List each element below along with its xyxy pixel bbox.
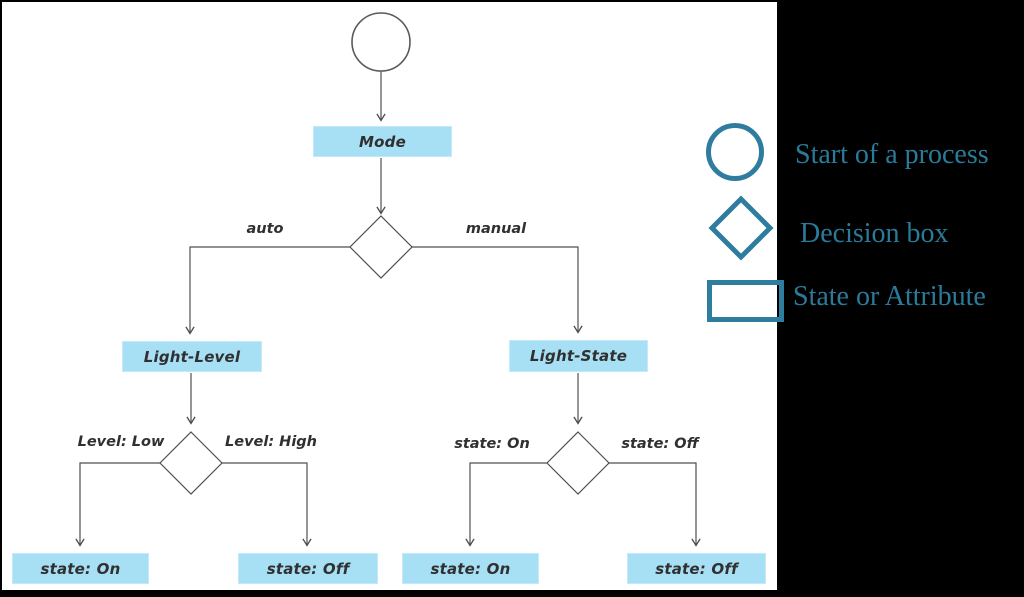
node-level-high-result: state: Off <box>238 553 378 584</box>
node-state-on-result: state: On <box>402 553 539 584</box>
diagram-panel <box>2 2 777 590</box>
decision-diamond-mode <box>349 215 413 279</box>
start-circle <box>351 12 411 72</box>
node-light-state: Light-State <box>509 340 648 372</box>
legend-label-decision: Decision box <box>800 218 949 249</box>
edge-label-level-low: Level: Low <box>77 434 165 450</box>
legend-start-circle-icon <box>706 123 764 181</box>
edge-state-on-branch <box>465 462 547 547</box>
legend-label-state: State or Attribute <box>793 281 986 312</box>
edge-label-state-on: state: On <box>454 436 530 452</box>
node-level-low-result: state: On <box>12 553 149 584</box>
edge-state-off-branch <box>609 462 701 547</box>
legend-state-rectangle-icon <box>707 280 784 322</box>
edge-label-state-off: state: Off <box>621 436 699 452</box>
edge-auto-branch <box>185 246 350 335</box>
edge-label-auto: auto <box>246 221 284 237</box>
node-state-off-result: state: Off <box>627 553 766 584</box>
edge-level-high-branch <box>222 462 312 547</box>
edge-level-low-branch <box>75 462 160 547</box>
edge-label-level-high: Level: High <box>225 434 317 450</box>
edge-label-manual: manual <box>465 221 527 237</box>
edge-manual-branch <box>412 246 583 334</box>
decision-diamond-light-level <box>159 431 223 495</box>
legend-label-start: Start of a process <box>795 139 989 170</box>
node-light-level: Light-Level <box>122 341 262 372</box>
decision-diamond-light-state <box>546 431 610 495</box>
node-mode: Mode <box>313 126 452 157</box>
